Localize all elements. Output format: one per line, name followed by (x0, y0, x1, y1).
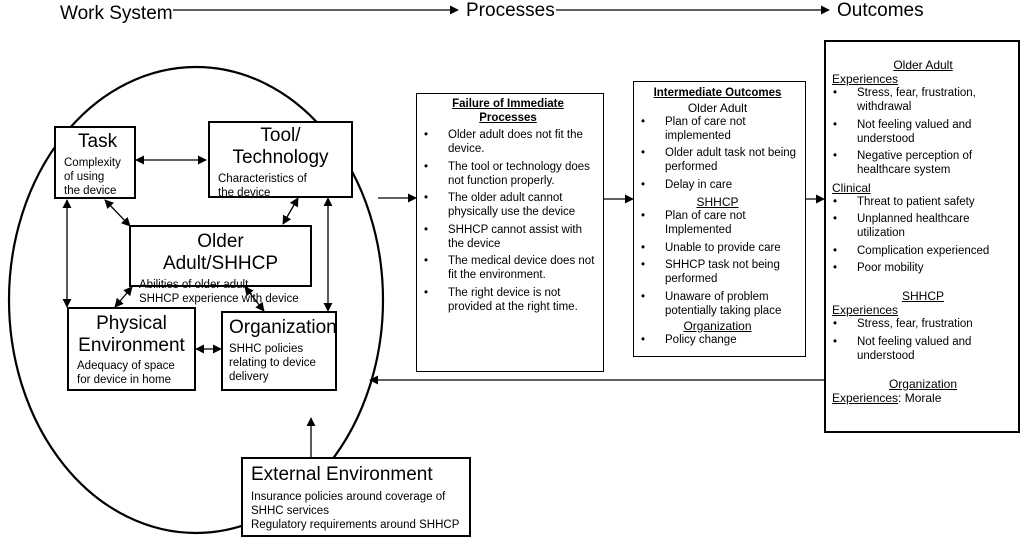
outcomes-org-experiences-label: Experiences (832, 390, 899, 405)
physical-desc-2: for device in home (77, 374, 171, 386)
external-title: External Environment (251, 464, 433, 485)
physical-environment-box: Physical Environment Adequacy of space f… (67, 307, 196, 391)
outcomes-shhcp-heading: SHHCP (901, 289, 944, 303)
outcomes-item: Threat to patient safety (826, 195, 1014, 209)
intermediate-shhcp-heading: SHHCP (696, 195, 739, 209)
failure-processes-box: Failure of Immediate Processes Older adu… (416, 93, 604, 372)
task-desc-1: Complexity (64, 157, 121, 169)
tool-desc-2: the device (218, 187, 271, 199)
intermediate-item: Unaware of problem potentially taking pl… (634, 290, 801, 318)
outcomes-org-experiences-value: : Morale (898, 390, 942, 405)
outcomes-item: Stress, fear, frustration (826, 317, 1014, 331)
intermediate-item: Unable to provide care (634, 241, 801, 255)
person-desc-1: Abilities of older adult (139, 279, 249, 291)
external-desc-2: SHHC services (251, 505, 329, 517)
task-desc-2: of using (64, 171, 105, 183)
outcomes-item: Complication experienced (826, 244, 1014, 258)
external-desc-1: Insurance policies around coverage of (251, 491, 446, 503)
outcomes-item: Not feeling valued and understood (826, 335, 1014, 363)
tool-title-2: Technology (232, 147, 329, 168)
task-title: Task (78, 131, 118, 152)
tool-title-1: Tool/ (260, 125, 301, 146)
outcomes-item: Negative perception of healthcare system (826, 149, 1014, 177)
outcomes-item: Unplanned healthcare utilization (826, 212, 1014, 240)
older-adult-shhcp-box: Older Adult/SHHCP Abilities of older adu… (129, 225, 312, 305)
person-title: Older Adult/SHHCP (162, 231, 279, 274)
outcomes-org-experiences: Experiences: Morale (832, 391, 1014, 405)
outcomes-box: Older Adult Experiences Stress, fear, fr… (824, 40, 1020, 433)
outcomes-organization-heading: Organization (888, 376, 958, 391)
intermediate-older-adult-heading: Older Adult (687, 100, 748, 115)
organization-box: Organization SHHC policies relating to d… (221, 311, 337, 391)
failure-item: SHHCP cannot assist with the device (417, 223, 599, 251)
work-system-circle (7, 65, 385, 535)
person-desc-2: SHHCP experience with device (139, 293, 299, 305)
failure-item: The right device is not provided at the … (417, 286, 599, 314)
intermediate-outcomes-box: Intermediate Outcomes Older Adult Plan o… (633, 81, 806, 357)
physical-title-2: Environment (78, 335, 185, 356)
intermediate-item: Plan of care not Implemented (634, 209, 801, 237)
outcomes-shhcp-list: Stress, fear, frustration Not feeling va… (826, 317, 1014, 363)
outcomes-oa-experiences-list: Stress, fear, frustration, withdrawal No… (826, 86, 1014, 177)
tool-person-arrow (282, 197, 299, 225)
intermediate-item: Plan of care not implemented (634, 115, 801, 143)
failure-item: Older adult does not fit the device. (417, 128, 599, 156)
intermediate-organization-list: Policy change (634, 333, 801, 347)
task-person-arrow (104, 199, 131, 227)
organization-desc-1: SHHC policies (229, 343, 304, 355)
failure-title-1: Failure of Immediate (452, 98, 564, 110)
physical-title-1: Physical (96, 313, 167, 334)
external-desc-3: Regulatory requirements around SHHCP (251, 519, 460, 531)
intermediate-title: Intermediate Outcomes (653, 87, 782, 99)
outcomes-item: Poor mobility (826, 261, 1014, 275)
header-processes: Processes (466, 0, 555, 21)
failure-item: The older adult cannot physically use th… (417, 191, 599, 219)
intermediate-item: SHHCP task not being performed (634, 258, 801, 286)
outcomes-oa-experiences-label: Experiences (832, 72, 899, 86)
person-physical-arrow (114, 286, 133, 308)
outcomes-item: Stress, fear, frustration, withdrawal (826, 86, 1014, 114)
intermediate-item: Delay in care (634, 178, 801, 192)
intermediate-shhcp-list: Plan of care not Implemented Unable to p… (634, 209, 801, 318)
external-environment-box: External Environment Insurance policies … (241, 457, 471, 537)
failure-item: The tool or technology does not function… (417, 160, 599, 188)
organization-desc-3: delivery (229, 371, 269, 383)
organization-title: Organization (229, 317, 337, 338)
tool-desc-1: Characteristics of (218, 173, 307, 185)
task-desc-3: the device (64, 185, 117, 197)
intermediate-item: Older adult task not being performed (634, 146, 801, 174)
failure-title-2: Processes (479, 111, 537, 124)
task-box: Task Complexity of using the device (54, 126, 136, 199)
header-outcomes: Outcomes (837, 0, 924, 21)
outcomes-item: Not feeling valued and understood (826, 118, 1014, 146)
intermediate-item: Policy change (634, 333, 801, 347)
header-work-system: Work System (60, 3, 173, 24)
outcomes-older-adult-heading: Older Adult (893, 58, 953, 72)
person-organization-arrow (244, 286, 265, 312)
failure-list: Older adult does not fit the device. The… (417, 128, 599, 314)
organization-desc-2: relating to device (229, 357, 316, 369)
failure-item: The medical device does not fit the envi… (417, 254, 599, 282)
outcomes-shhcp-experiences-label: Experiences (832, 303, 899, 317)
intermediate-older-adult-list: Plan of care not implemented Older adult… (634, 115, 801, 192)
physical-desc-1: Adequacy of space (77, 360, 175, 372)
outcomes-clinical-list: Threat to patient safety Unplanned healt… (826, 195, 1014, 276)
tool-technology-box: Tool/ Technology Characteristics of the … (208, 121, 353, 199)
outcomes-clinical-label: Clinical (832, 180, 871, 195)
intermediate-organization-heading: Organization (683, 319, 752, 333)
